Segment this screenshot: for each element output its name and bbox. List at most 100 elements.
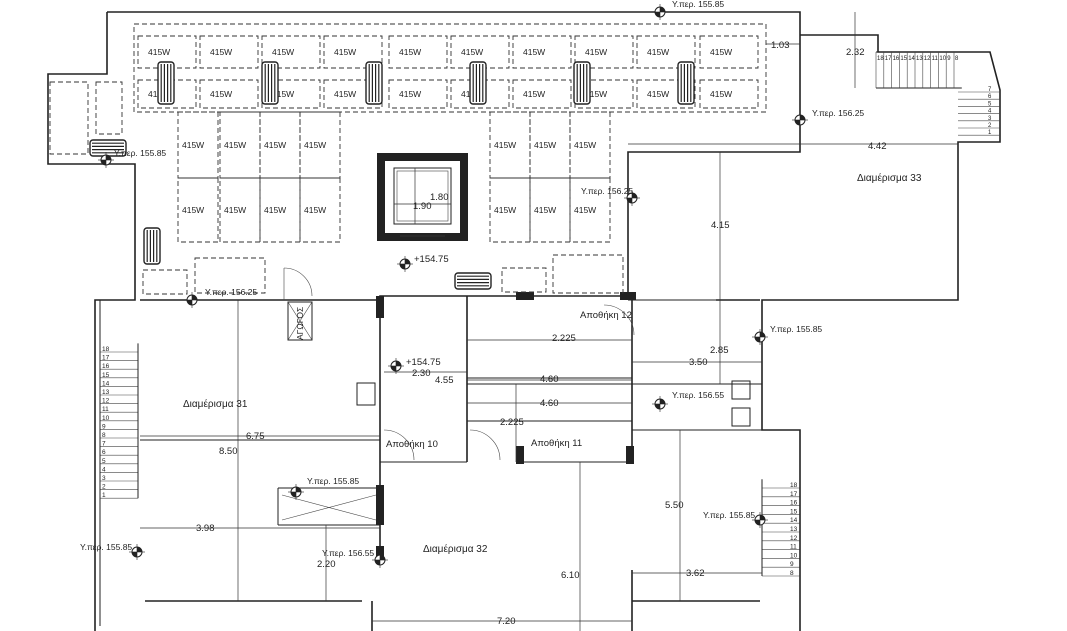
level-label-right-top: Υ.περ. 156.25 [812,108,864,118]
panel-rating: 415W [272,89,294,99]
panel-rating: 415W [264,205,286,215]
solar-panel: 415W [699,35,759,69]
stair-step-number: 16 [790,500,798,507]
level-marker-icon [397,256,413,272]
level-label-left-low: Υ.περ. 155.85 [307,476,359,486]
stair-step-number: 10 [790,552,798,559]
level-label-top: Υ.περ. 155.85 [672,0,724,9]
solar-panel: 415W [574,79,634,109]
dim-3-50: 3.50 [689,357,708,368]
stair-step-number: 10 [102,415,110,422]
room-label-store10: Αποθήκη 10 [386,439,438,450]
stair-step-number: 9 [790,561,794,568]
stair-step-number: 2 [102,484,106,491]
panel-rating: 415W [461,47,483,57]
level-marker-icon [129,544,145,560]
solar-panel: 415W [569,111,611,179]
solar-panel: 415W [299,177,341,243]
solar-panel: 415W [261,35,321,69]
hvac-unit-icon [365,61,383,105]
level-labels: Υ.περ. 155.85 Υ.περ. 155.85 Υ.περ. 156.2… [80,0,864,558]
dim-1-80: 1.80 [430,192,449,203]
dim-2-20: 2.20 [317,559,336,570]
panel-rating: 415W [523,47,545,57]
hvac-units [89,61,695,290]
level-label-right-mid: Υ.περ. 155.85 [770,324,822,334]
level-marker-icon [184,292,200,308]
stair-step-number: 17 [102,355,110,362]
stair-step-number: 16 [893,56,900,62]
stairs: 1817161514131211109876543211817161514131… [99,51,1000,577]
panel-rating: 415W [304,205,326,215]
stair-step-number: 15 [790,508,798,515]
panel-rating: 415W [574,205,596,215]
building-outline [47,11,1001,631]
panel-rating: 415W [224,205,246,215]
panel-rating: 415W [494,140,516,150]
stair-step-number: 14 [790,517,798,524]
stair-step-number: 18 [877,56,884,62]
panel-rating: 415W [647,89,669,99]
panel-rating: 415W [399,47,421,57]
panel-rating: 415W [534,140,556,150]
level-marker-icon [792,112,808,128]
lift-shaft [377,153,468,241]
stair-step-number: 16 [102,363,110,370]
dim-3-62: 3.62 [686,568,705,579]
solar-panel: 415W [199,79,259,109]
hvac-unit-icon [454,272,492,290]
solar-panel: 415W [529,177,571,243]
stair-step-number: 17 [885,56,892,62]
stair-step-number: 17 [790,491,798,498]
spot-level-2: +154.75 [406,357,441,368]
panel-rating: 415W [534,205,556,215]
stair-step-number: 15 [900,56,907,62]
dim-2-30: 2.30 [412,368,431,379]
panel-rating: 415W [224,140,246,150]
panel-rating: 415W [523,89,545,99]
dim-2-225-b: 2.225 [500,417,524,428]
roof-equipment [49,23,767,295]
level-marker-icon [752,512,768,528]
level-label-right-low: Υ.περ. 155.85 [703,510,755,520]
level-label-bottom-mid: Υ.περ. 156.55 [322,548,374,558]
stair-step-number: 1 [102,492,106,499]
stair-step-number: 11 [932,56,939,62]
panel-rating: 415W [148,47,170,57]
stair-step-number: 12 [790,535,798,542]
panel-rating: 415W [710,47,732,57]
stair-step-number: 18 [790,482,798,489]
solar-panel: 415W [512,79,572,109]
level-label-center-right: Υ.περ. 156.55 [672,390,724,400]
dim-3-98: 3.98 [196,523,215,534]
stair-step-number: 13 [790,526,798,533]
solar-panel: 415W [388,79,448,109]
solar-panel: 415W [699,79,759,109]
solar-panel: 415W [512,35,572,69]
level-marker-icon [652,396,668,412]
level-markers [98,4,808,568]
solar-panel: 415W [219,111,261,179]
dim-2-85: 2.85 [710,345,729,356]
dim-4-15: 4.15 [711,220,730,231]
solar-panel: 415W [323,35,383,69]
hvac-unit-icon [261,61,279,105]
level-marker-icon [624,190,640,206]
solar-panel: 415W [199,35,259,69]
solar-panel: 415W [261,79,321,109]
panel-rating: 415W [304,140,326,150]
level-marker-icon [752,329,768,345]
level-label-near-lift-left: Υ.περ. 156.25 [205,287,257,297]
stair-step-number: 15 [102,372,110,379]
stair-step-number: 14 [102,380,110,387]
panel-rating: 415W [647,47,669,57]
stair-step-number: 8 [955,56,959,62]
stair-step-number: 12 [102,398,110,405]
solar-panel: 415W [489,177,531,243]
panel-rating: 415W [210,89,232,99]
stair-step-number: 1 [988,130,992,136]
